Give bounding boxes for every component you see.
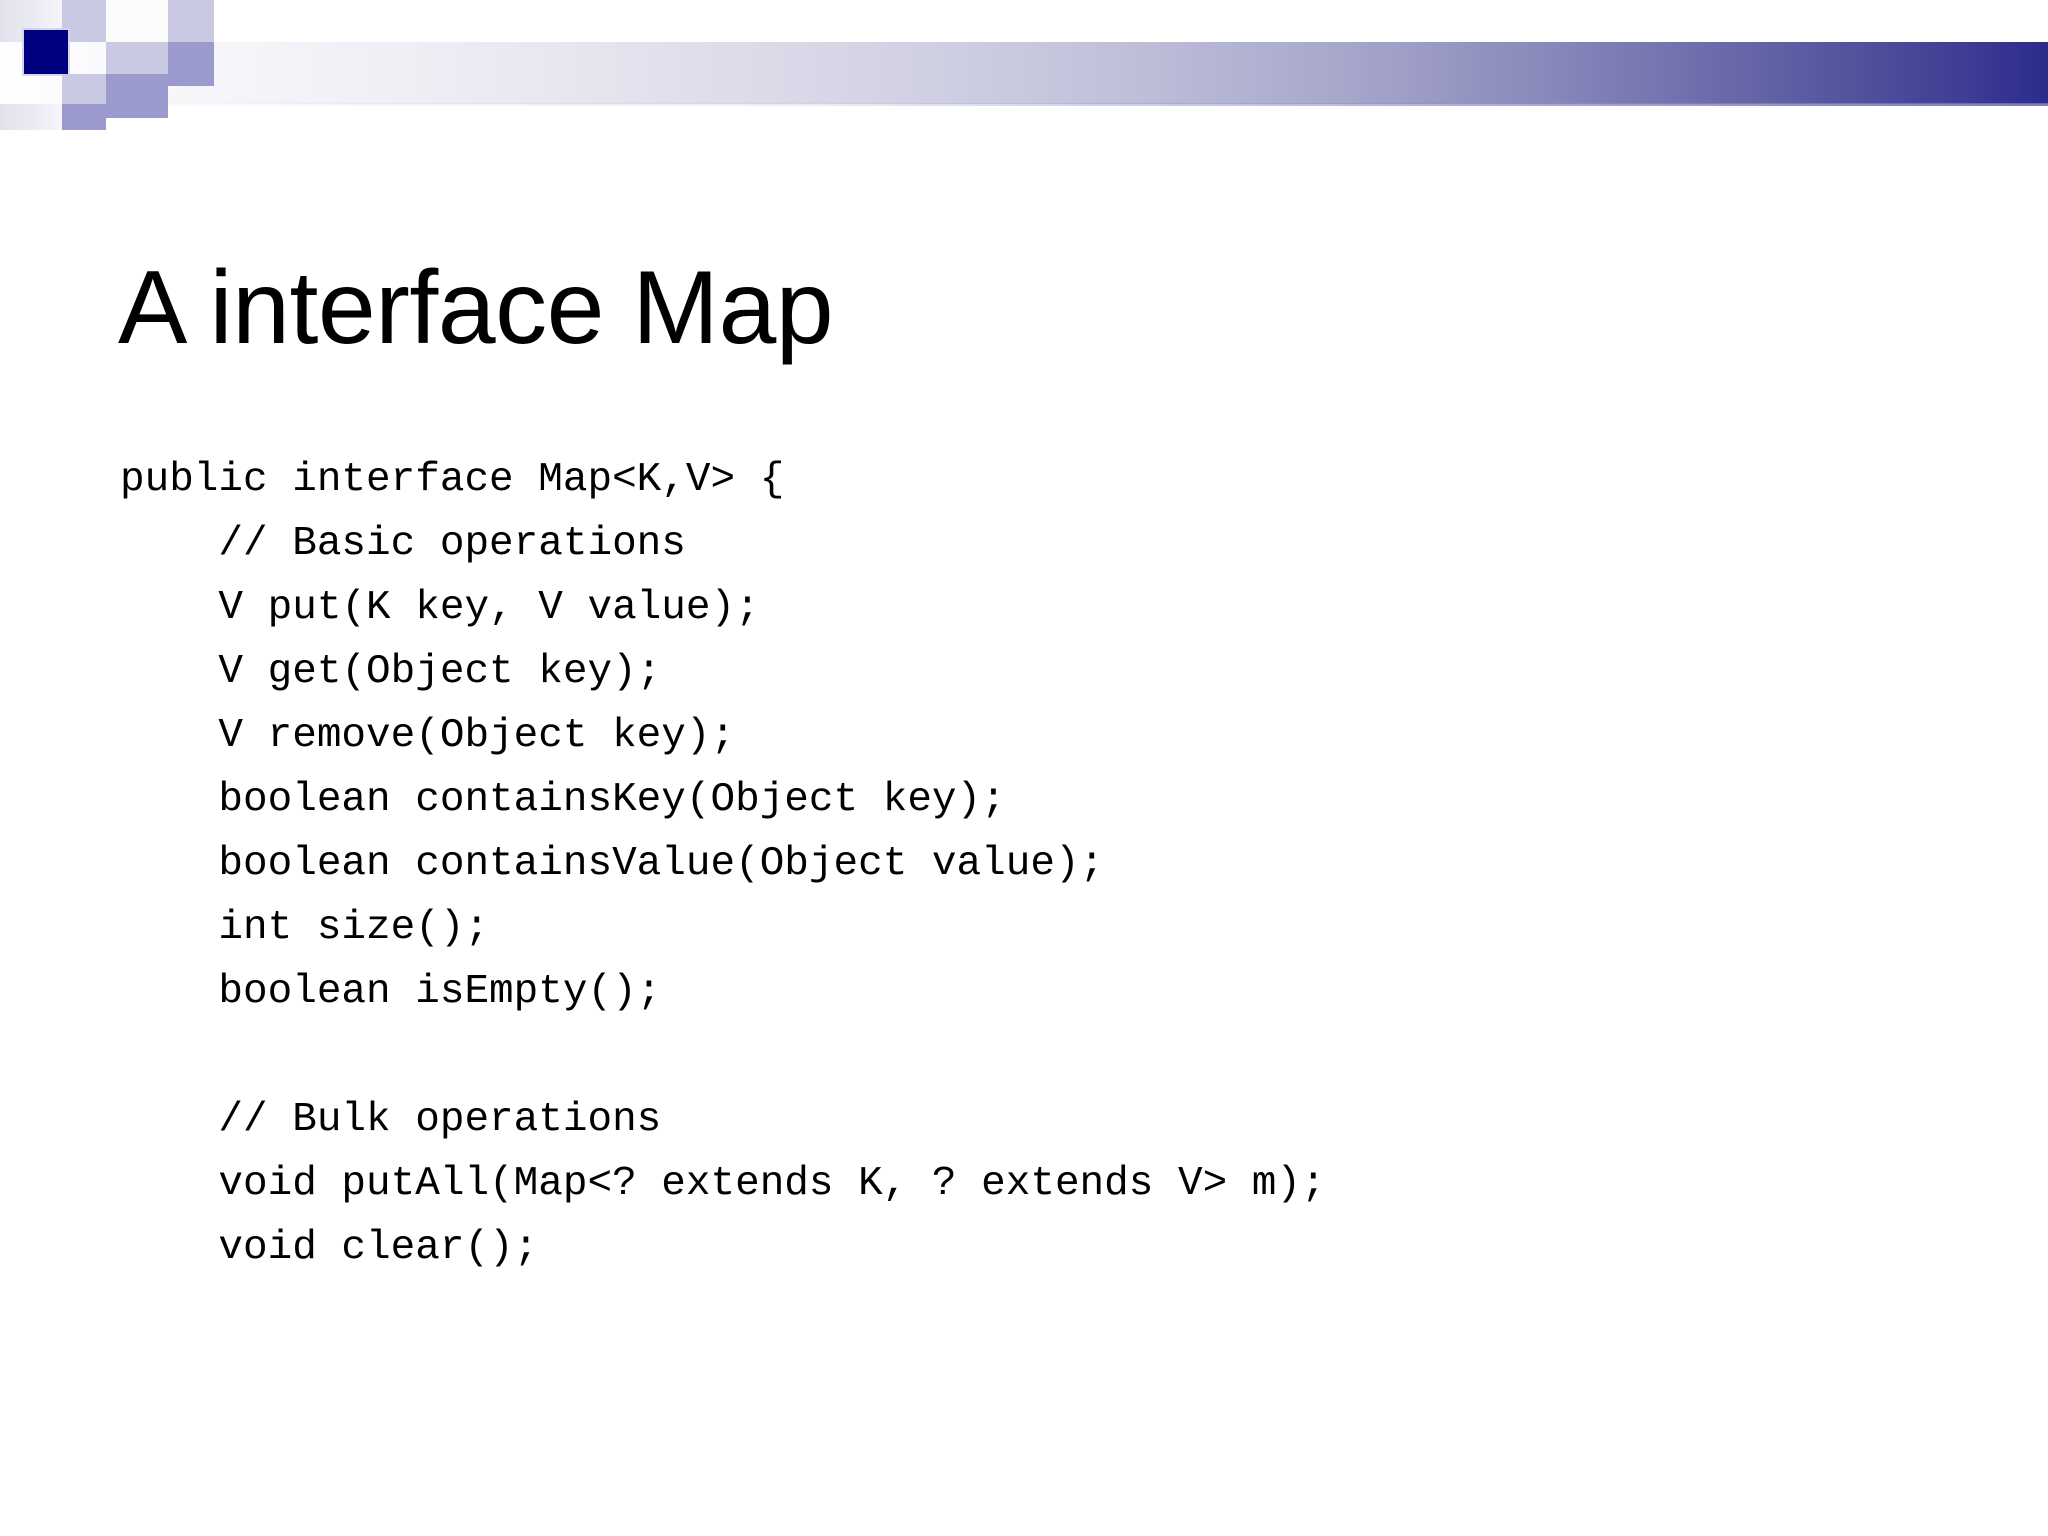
header-gradient-band xyxy=(0,42,2048,104)
decor-square-pale-1 xyxy=(106,0,168,42)
code-line: boolean containsValue(Object value); xyxy=(120,841,1105,887)
code-line: boolean containsKey(Object key); xyxy=(120,777,1006,823)
decor-square-mid-3 xyxy=(62,104,106,130)
code-line: V get(Object key); xyxy=(120,649,662,695)
code-line: // Bulk operations xyxy=(120,1097,662,1143)
decor-square-navy xyxy=(24,30,68,74)
code-line: // Basic operations xyxy=(120,521,686,567)
page-title: A interface Map xyxy=(118,249,834,366)
decor-square-mid-2 xyxy=(106,74,168,118)
code-line: boolean isEmpty(); xyxy=(120,969,662,1015)
code-line: void putAll(Map<? extends K, ? extends V… xyxy=(120,1161,1326,1207)
code-line: void clear(); xyxy=(120,1225,539,1271)
code-line-blank xyxy=(120,1024,1980,1088)
decor-square-light-2 xyxy=(168,0,214,42)
decor-square-light-1 xyxy=(62,0,106,42)
code-block: public interface Map<K,V> { // Basic ope… xyxy=(120,448,1980,1280)
code-line: V remove(Object key); xyxy=(120,713,736,759)
code-line: V put(K key, V value); xyxy=(120,585,760,631)
header-decoration xyxy=(0,0,2048,130)
header-band-hairline xyxy=(0,103,2048,106)
code-line: public interface Map<K,V> { xyxy=(120,457,785,503)
code-line: int size(); xyxy=(120,905,490,951)
decor-square-mid-1 xyxy=(168,42,214,86)
